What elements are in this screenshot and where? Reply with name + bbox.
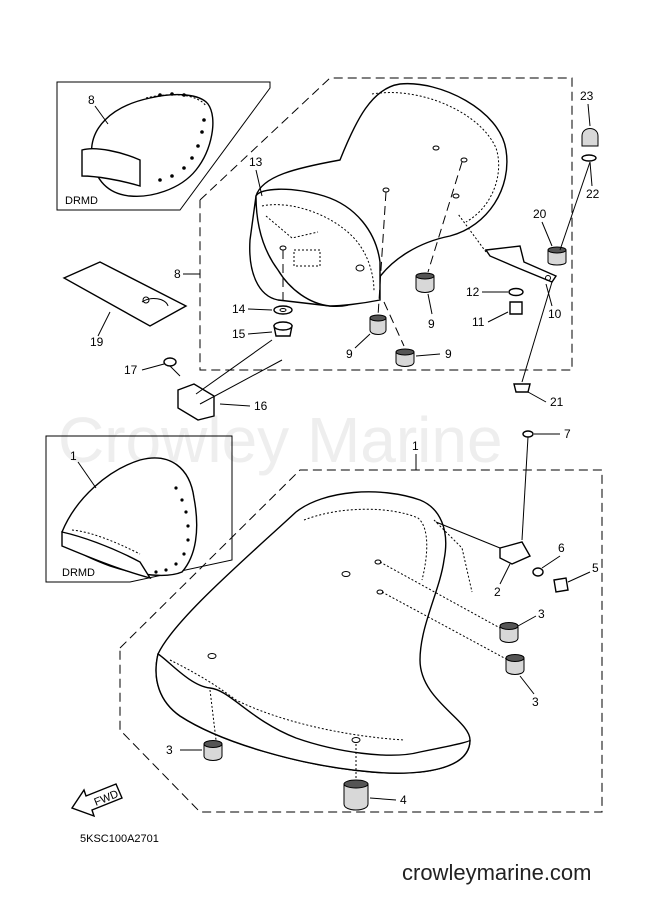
fwd-arrow-icon: FWD bbox=[70, 783, 123, 818]
front-seat-drmd-inset: 1 DRMD bbox=[45, 435, 233, 583]
watermark-text: Crowley Marine bbox=[58, 404, 503, 476]
callout-3b: 3 bbox=[532, 695, 539, 709]
callout-8: 8 bbox=[174, 267, 181, 281]
callout-23: 23 bbox=[580, 89, 594, 103]
bolt-5 bbox=[553, 577, 569, 593]
bolt-11 bbox=[509, 301, 523, 315]
damper-9b bbox=[415, 272, 435, 293]
callout-6: 6 bbox=[558, 541, 565, 555]
cap-nut-23 bbox=[581, 128, 599, 147]
callout-14: 14 bbox=[232, 302, 246, 316]
callout-11: 11 bbox=[472, 315, 485, 329]
callout-9c: 9 bbox=[445, 347, 452, 361]
washer-22 bbox=[581, 154, 597, 162]
bracket-10 bbox=[484, 245, 558, 283]
washer-12 bbox=[508, 287, 524, 297]
front-seat-body bbox=[155, 491, 471, 774]
damper-3c bbox=[203, 740, 223, 761]
callout-1-inset: 1 bbox=[70, 449, 77, 463]
rear-seat-group: 8 DRMD 13 8 14 1 bbox=[56, 77, 600, 421]
website-label[interactable]: crowleymarine.com bbox=[402, 860, 592, 885]
callout-8-inset: 8 bbox=[88, 93, 95, 107]
bolt-21 bbox=[513, 383, 531, 393]
screw-17 bbox=[163, 357, 181, 377]
rear-seat-boundary bbox=[199, 77, 573, 371]
callout-9b: 9 bbox=[428, 317, 435, 331]
drmd-label-bottom: DRMD bbox=[62, 567, 95, 579]
callout-5: 5 bbox=[592, 561, 599, 575]
damper-3b bbox=[505, 654, 525, 675]
callout-3c: 3 bbox=[166, 743, 173, 757]
callout-10: 10 bbox=[548, 307, 562, 321]
bolt-7 bbox=[521, 430, 534, 541]
callout-1: 1 bbox=[412, 439, 419, 453]
callout-2: 2 bbox=[494, 585, 501, 599]
rear-seat-back-pad bbox=[255, 188, 381, 307]
damper-9a bbox=[369, 314, 387, 335]
diagram-code: 5KSC100A2701 bbox=[80, 833, 159, 845]
rear-seat-drmd-inset: 8 DRMD bbox=[56, 81, 271, 211]
callout-7: 7 bbox=[564, 427, 571, 441]
callout-4: 4 bbox=[400, 793, 407, 807]
callout-15: 15 bbox=[232, 327, 246, 341]
callout-22: 22 bbox=[586, 187, 600, 201]
callout-17: 17 bbox=[124, 363, 138, 377]
front-seat-group: 1 DRMD 1 2 7 bbox=[45, 427, 603, 813]
callout-3a: 3 bbox=[538, 607, 545, 621]
front-seat-side bbox=[155, 652, 471, 774]
bracket-2 bbox=[499, 541, 531, 565]
callout-16: 16 bbox=[254, 399, 268, 413]
washer-14 bbox=[273, 305, 293, 315]
damper-9c bbox=[395, 348, 415, 367]
callout-9a: 9 bbox=[346, 347, 353, 361]
damper-4 bbox=[343, 779, 369, 811]
callout-13: 13 bbox=[249, 155, 263, 169]
callout-19: 19 bbox=[90, 335, 104, 349]
callout-12: 12 bbox=[466, 285, 480, 299]
front-seat-boundary bbox=[119, 469, 603, 813]
damper-3a bbox=[499, 622, 519, 643]
callout-20: 20 bbox=[533, 207, 547, 221]
bracket-16 bbox=[177, 383, 215, 421]
washer-6 bbox=[532, 567, 544, 577]
callout-21: 21 bbox=[550, 395, 564, 409]
grommet-20 bbox=[547, 246, 567, 266]
drmd-label-top: DRMD bbox=[65, 195, 98, 207]
seat-cover-19 bbox=[62, 261, 188, 327]
